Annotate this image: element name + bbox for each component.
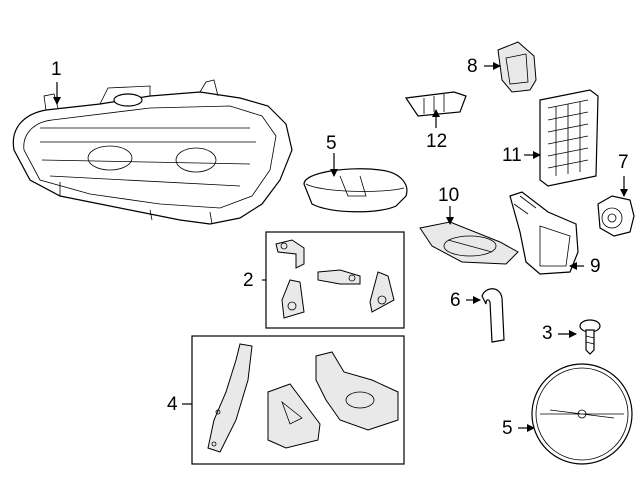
lamp-cover-top (303, 168, 408, 213)
bracket-set (191, 335, 405, 465)
callout-10: 10 (438, 185, 460, 206)
hose (481, 288, 505, 343)
leader-lines (53, 62, 628, 432)
adjuster-motor (497, 41, 537, 93)
lamp-cover-bottom (531, 363, 633, 465)
callout-7: 7 (618, 152, 629, 173)
callout-12: 12 (426, 131, 448, 152)
callout-5-bottom: 5 (502, 418, 513, 439)
air-duct (509, 191, 579, 275)
callout-4: 4 (167, 394, 178, 415)
mounting-bracket (419, 221, 519, 265)
callout-9: 9 (590, 256, 601, 277)
headlamp-assembly (12, 79, 293, 225)
callout-3: 3 (542, 323, 553, 344)
callout-2: 2 (243, 270, 254, 291)
callout-8: 8 (467, 56, 478, 77)
blower-unit (597, 195, 635, 237)
callout-1: 1 (51, 59, 62, 80)
control-module (539, 89, 599, 187)
bracket-kit (265, 231, 405, 329)
callout-6: 6 (450, 290, 461, 311)
callout-11: 11 (502, 145, 522, 166)
clip (404, 91, 467, 117)
screw (579, 319, 601, 355)
callout-5-top: 5 (326, 133, 337, 154)
